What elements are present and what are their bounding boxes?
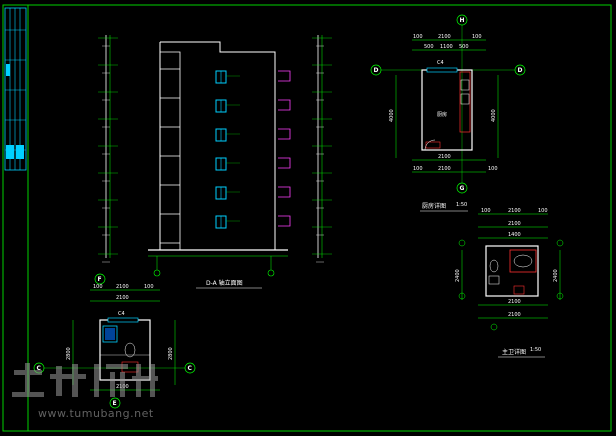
kitchen-dim-bottom-center: 2100 [438,166,451,172]
public-toilet-dim-top-right: 100 [144,284,154,290]
main-toilet-dim-right: 2400 [553,269,559,282]
title-block [4,7,27,171]
public-toilet-dim-top-inner: 2100 [116,295,129,301]
elevation-axis-markers [153,256,275,277]
balcony-rail [278,128,291,140]
kitchen-axis-top-label: H [460,17,465,24]
balcony-rail [278,186,291,198]
public-toilet-axis-top-bubble [94,273,106,285]
public-toilet-dim-left: 2800 [66,347,72,360]
main-toilet-tub [509,249,537,273]
kitchen-dim-right: 4000 [491,109,497,122]
public-toilet-dim-top-center: 2100 [116,284,129,290]
kitchen-window [426,67,458,73]
public-toilet-dim-right: 2800 [168,347,174,360]
kitchen-title: 厨房详图 [422,202,446,210]
watermark-url: www.tumubang.net [38,407,154,420]
main-toilet-detail-plan: 100 2100 100 2100 1400 2100 2100 2400 24… [455,208,564,358]
public-toilet-axis-right-label: C [188,365,193,372]
main-toilet-dim-top-inner2: 1400 [508,232,521,238]
kitchen-walls [421,69,473,151]
watermark: www.tumubang.net [12,363,158,420]
public-toilet-axis-left-label: C [37,365,42,372]
elevation-level-column-left [98,35,118,263]
watermark-logo [12,363,158,397]
kitchen-dim-top-inner-left: 500 [424,44,434,50]
main-toilet-title: 主卫详图 [502,348,526,356]
main-toilet-dim-bottom: 2100 [508,299,521,305]
balcony-rail [278,157,291,169]
balcony-rail [278,215,291,227]
public-toilet-door-label: C4 [118,311,125,317]
kitchen-axis-left-label: D [374,67,379,74]
elevation-level-column-right [278,35,332,263]
kitchen-dim-bottom-left: 100 [413,166,423,172]
kitchen-axis-right-label: D [518,67,523,74]
kitchen-dim-top-right: 100 [472,34,482,40]
main-toilet-scale: 1:50 [530,347,541,353]
main-toilet-dim-top-left: 100 [481,208,491,214]
kitchen-dim-top-center: 2100 [438,34,451,40]
kitchen-dim-left: 4000 [389,109,395,122]
kitchen-door-label: C4 [437,60,444,66]
main-toilet-dim-top-right: 100 [538,208,548,214]
kitchen-dim-top-left: 100 [413,34,423,40]
building-facade [148,41,288,257]
kitchen-counter [459,71,471,133]
public-toilet-axis-top-label: F [98,276,102,283]
public-toilet-dim-top-left: 100 [93,284,103,290]
kitchen-axis-bottom-label: G [460,185,465,192]
kitchen-dim-top-inner-center: 1100 [440,44,453,50]
public-toilet-window [107,317,139,323]
balcony-rail [278,99,291,111]
balcony-rail [278,70,291,82]
kitchen-room-label: 厨房 [437,111,447,118]
main-toilet-walls [485,245,539,297]
kitchen-dim-bottom-right: 100 [488,166,498,172]
main-toilet-dim-left: 2400 [455,269,461,282]
main-toilet-dim-top-center: 2100 [508,208,521,214]
kitchen-dim-bottom-inner: 2100 [438,154,451,160]
kitchen-detail-plan: H G D D 100 2100 100 500 1100 500 2100 1… [370,14,526,212]
public-toilet-axis-bottom-label: E [113,400,117,407]
elevation-drawing: D-A 轴立面图 [98,35,332,289]
main-toilet-dim-top-inner: 2100 [508,221,521,227]
main-toilet-dim-bottom-outer: 2100 [508,312,521,318]
kitchen-dim-top-inner-right: 500 [459,44,469,50]
elevation-title: D-A 轴立面图 [206,279,243,287]
kitchen-scale: 1:50 [456,202,467,208]
drawing-frame [2,4,612,432]
public-toilet-axis-bottom-bubble [109,397,121,409]
